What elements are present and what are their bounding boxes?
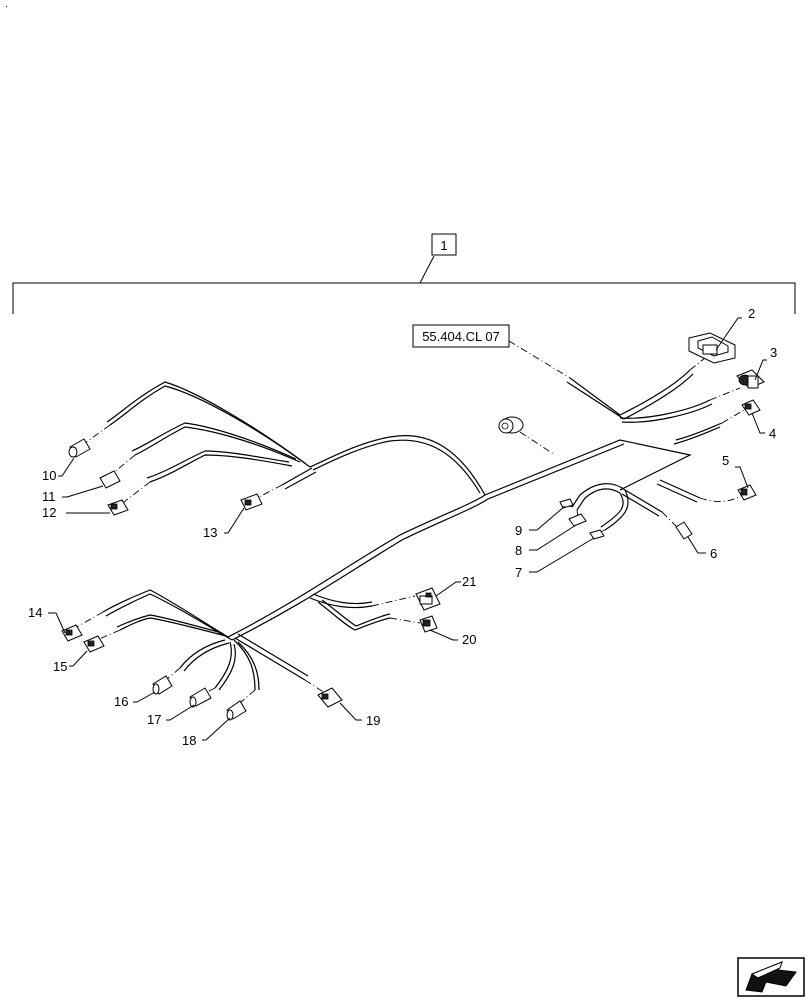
callout-17[interactable]: 17: [147, 712, 161, 727]
connector-8[interactable]: [568, 513, 587, 527]
callout-11[interactable]: 11: [42, 489, 56, 504]
connector-13[interactable]: [240, 493, 263, 511]
callout-9[interactable]: 9: [515, 523, 522, 538]
callout-21[interactable]: 21: [462, 574, 476, 589]
next-page-arrow-icon[interactable]: [737, 957, 805, 997]
callout-10[interactable]: 10: [42, 468, 56, 483]
reference-leader: [508, 340, 571, 379]
assembly-callout-box[interactable]: 1: [431, 233, 457, 256]
callout-20[interactable]: 20: [462, 632, 476, 647]
connector-10[interactable]: [68, 438, 91, 458]
connector-2[interactable]: [688, 332, 736, 364]
connector-14[interactable]: [61, 624, 83, 642]
connector-16[interactable]: [152, 675, 173, 695]
callout-8[interactable]: 8: [515, 543, 522, 558]
callout-19[interactable]: 19: [366, 713, 380, 728]
grommet: [498, 416, 524, 434]
callout-5[interactable]: 5: [722, 453, 729, 468]
callout-14[interactable]: 14: [28, 605, 42, 620]
reference-box[interactable]: 55.404.CL 07: [412, 324, 510, 348]
callout-15[interactable]: 15: [53, 659, 67, 674]
callout-2[interactable]: 2: [748, 306, 755, 321]
connector-19[interactable]: [317, 687, 343, 708]
harness-wires: [102, 369, 723, 691]
connector-7[interactable]: [589, 529, 605, 540]
callout-7[interactable]: 7: [515, 565, 522, 580]
connector-3[interactable]: [736, 369, 765, 389]
connector-17[interactable]: [189, 687, 212, 708]
corner-mark: [5, 5, 8, 8]
assembly-bracket: [12, 255, 796, 314]
callout-6[interactable]: 6: [710, 546, 717, 561]
connector-18[interactable]: [226, 700, 247, 721]
connector-5[interactable]: [737, 484, 757, 501]
reference-label: 55.404.CL 07: [422, 329, 500, 344]
callout-4[interactable]: 4: [769, 426, 776, 441]
connector-20[interactable]: [419, 615, 438, 633]
connector-21[interactable]: [415, 587, 441, 611]
grommet-leader: [519, 431, 556, 456]
callout-18[interactable]: 18: [182, 733, 196, 748]
connector-11[interactable]: [99, 470, 121, 489]
callout-16[interactable]: 16: [114, 694, 128, 709]
connector-4[interactable]: [741, 399, 761, 416]
connector-9[interactable]: [559, 498, 574, 509]
callout-3[interactable]: 3: [770, 345, 777, 360]
connector-15[interactable]: [83, 635, 105, 653]
callout-12[interactable]: 12: [42, 505, 56, 520]
callout-labels: 2 3 4 5 6 7 8 9 10 11 12 13 14 15 16 17 …: [28, 306, 777, 748]
assembly-callout-number: 1: [440, 238, 447, 253]
callout-leaders: [48, 317, 767, 741]
connector-12[interactable]: [107, 499, 129, 516]
connector-6[interactable]: [675, 521, 693, 540]
connector-leads: [74, 357, 745, 704]
callout-13[interactable]: 13: [203, 525, 217, 540]
